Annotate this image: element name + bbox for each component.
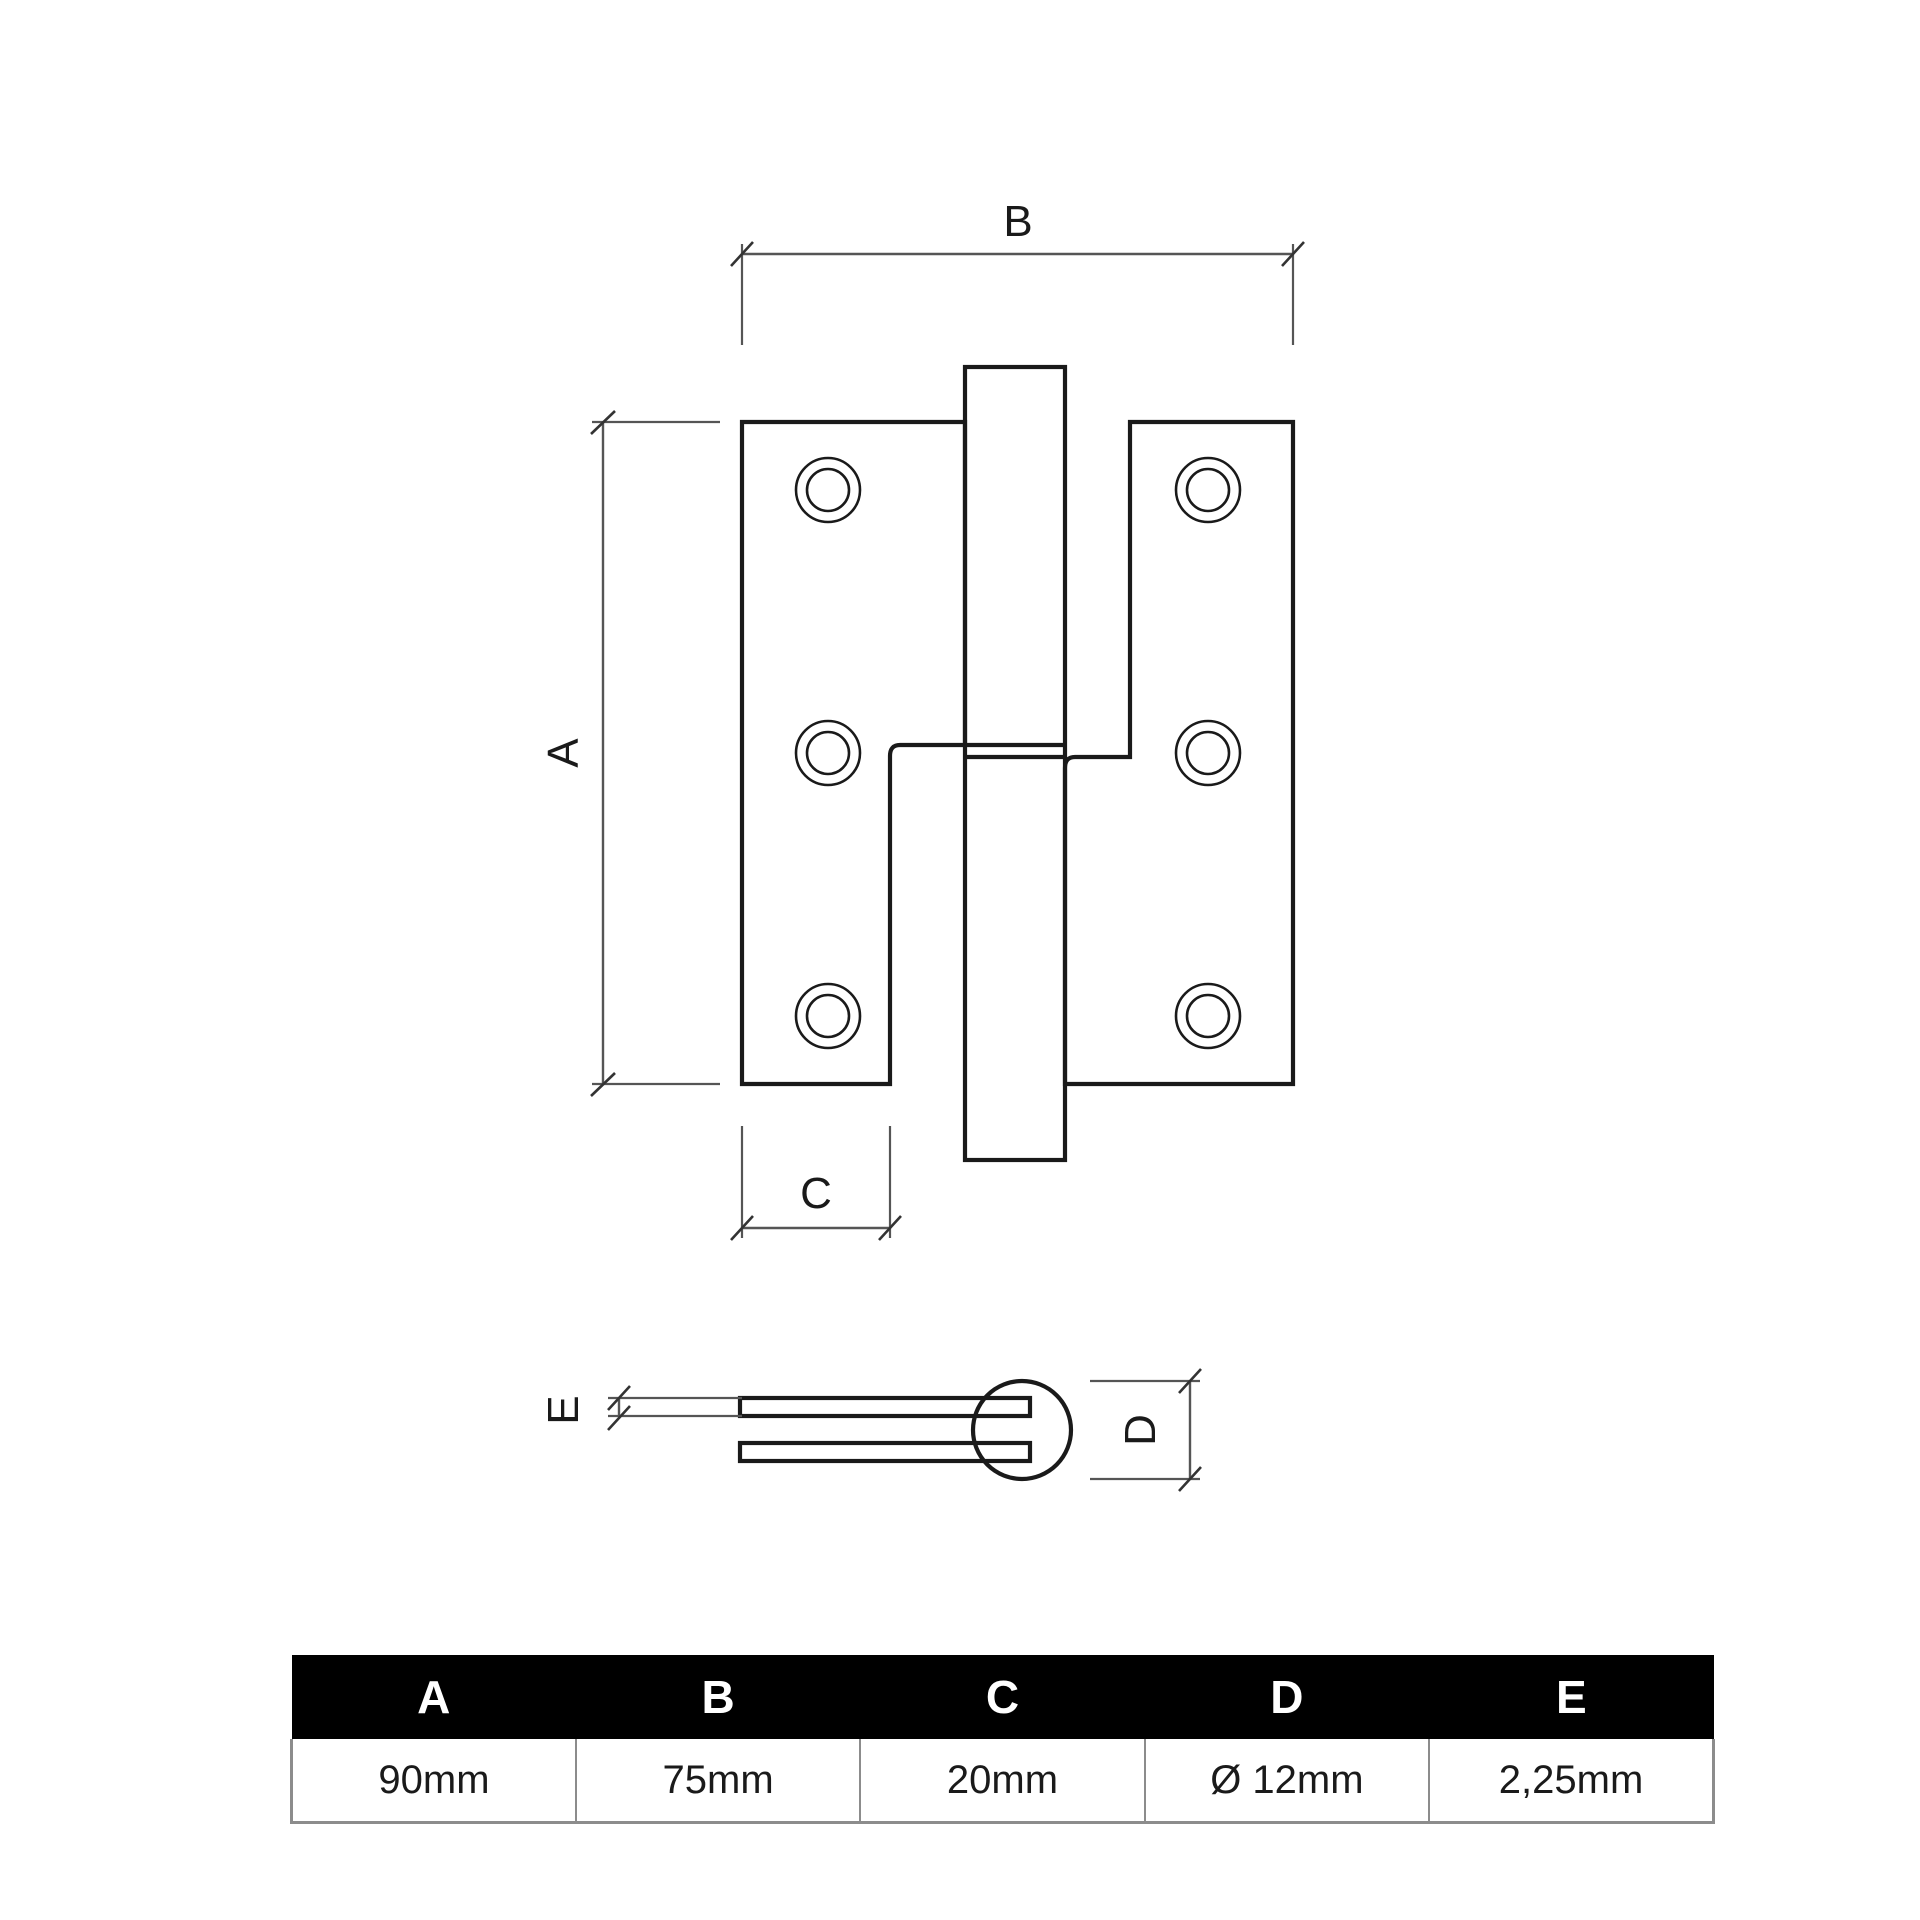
hinge-left-leaf-outline xyxy=(739,419,968,1087)
side-view-lower-leaf xyxy=(737,1440,1033,1464)
dimension-spec-table: A B C D E 90mm 75mm 20mm Ø 12mm 2,25mm xyxy=(289,1655,1716,1824)
dimension-e-tick-bottom xyxy=(607,1405,631,1431)
table-row: 90mm 75mm 20mm Ø 12mm 2,25mm xyxy=(289,1739,1716,1824)
spec-value-d: Ø 12mm xyxy=(1144,1739,1431,1824)
dimension-e: E xyxy=(539,1385,742,1431)
dimension-b-label: B xyxy=(1003,197,1032,246)
hinge-knuckle-column xyxy=(962,364,1068,1163)
screw-hole-inner-r2 xyxy=(1185,730,1231,776)
dimension-b-tick-left xyxy=(730,241,754,267)
hinge-technical-drawing: B A xyxy=(539,197,1305,1492)
spec-value-e: 2,25mm xyxy=(1429,1739,1716,1824)
screw-hole-inner-l3 xyxy=(805,993,851,1039)
dimension-a-tick-bottom xyxy=(590,1072,616,1097)
spec-value-c: 20mm xyxy=(860,1739,1146,1824)
dimension-c-tick-left xyxy=(730,1215,754,1241)
dimension-c-tick-right xyxy=(878,1215,902,1241)
screw-hole-group-right xyxy=(1174,456,1242,1050)
screw-hole-outer-l3 xyxy=(794,982,862,1050)
side-view-knuckle-circle xyxy=(970,1378,1074,1482)
spec-value-b: 75mm xyxy=(575,1739,862,1824)
spec-value-a: 90mm xyxy=(289,1739,577,1824)
dimension-d: D xyxy=(1090,1368,1202,1492)
side-view-upper-leaf xyxy=(737,1395,1033,1419)
screw-hole-inner-l1 xyxy=(805,467,851,513)
dimension-a: A xyxy=(539,410,720,1097)
spec-header-d: D xyxy=(1144,1655,1430,1739)
screw-hole-inner-r1 xyxy=(1185,467,1231,513)
dimension-e-tick-top xyxy=(607,1385,631,1411)
hinge-front-view xyxy=(739,364,1296,1163)
dimension-a-tick-top xyxy=(590,410,616,435)
dimension-d-label: D xyxy=(1116,1414,1165,1446)
hinge-right-leaf-outline xyxy=(1062,419,1296,1087)
spec-header-c: C xyxy=(860,1655,1145,1739)
hinge-side-profile-view: E D xyxy=(539,1368,1202,1492)
dimension-b-tick-right xyxy=(1281,241,1305,267)
screw-hole-outer-l1 xyxy=(794,456,862,524)
spec-header-b: B xyxy=(575,1655,861,1739)
spec-header-e: E xyxy=(1429,1655,1714,1739)
dimension-c: C xyxy=(730,1126,902,1241)
spec-table-head: A B C D E xyxy=(291,1655,1714,1739)
screw-hole-group-left xyxy=(794,456,862,1050)
screw-hole-outer-r3 xyxy=(1174,982,1242,1050)
spec-table-container: A B C D E 90mm 75mm 20mm Ø 12mm 2,25mm xyxy=(289,1655,1716,1824)
dimension-d-tick-top xyxy=(1178,1368,1202,1394)
screw-hole-inner-r3 xyxy=(1185,993,1231,1039)
spec-table-body: 90mm 75mm 20mm Ø 12mm 2,25mm xyxy=(289,1739,1716,1824)
dimension-c-label: C xyxy=(800,1169,832,1218)
screw-hole-outer-r2 xyxy=(1174,719,1242,787)
spec-header-a: A xyxy=(291,1655,576,1739)
screw-hole-outer-l2 xyxy=(794,719,862,787)
screw-hole-outer-r1 xyxy=(1174,456,1242,524)
screw-hole-inner-l2 xyxy=(805,730,851,776)
dimension-e-label: E xyxy=(539,1395,588,1424)
dimension-a-label: A xyxy=(539,738,588,768)
spec-table-header-row: A B C D E xyxy=(291,1655,1714,1739)
dimension-b: B xyxy=(730,197,1305,345)
dimension-d-tick-bottom xyxy=(1178,1466,1202,1492)
